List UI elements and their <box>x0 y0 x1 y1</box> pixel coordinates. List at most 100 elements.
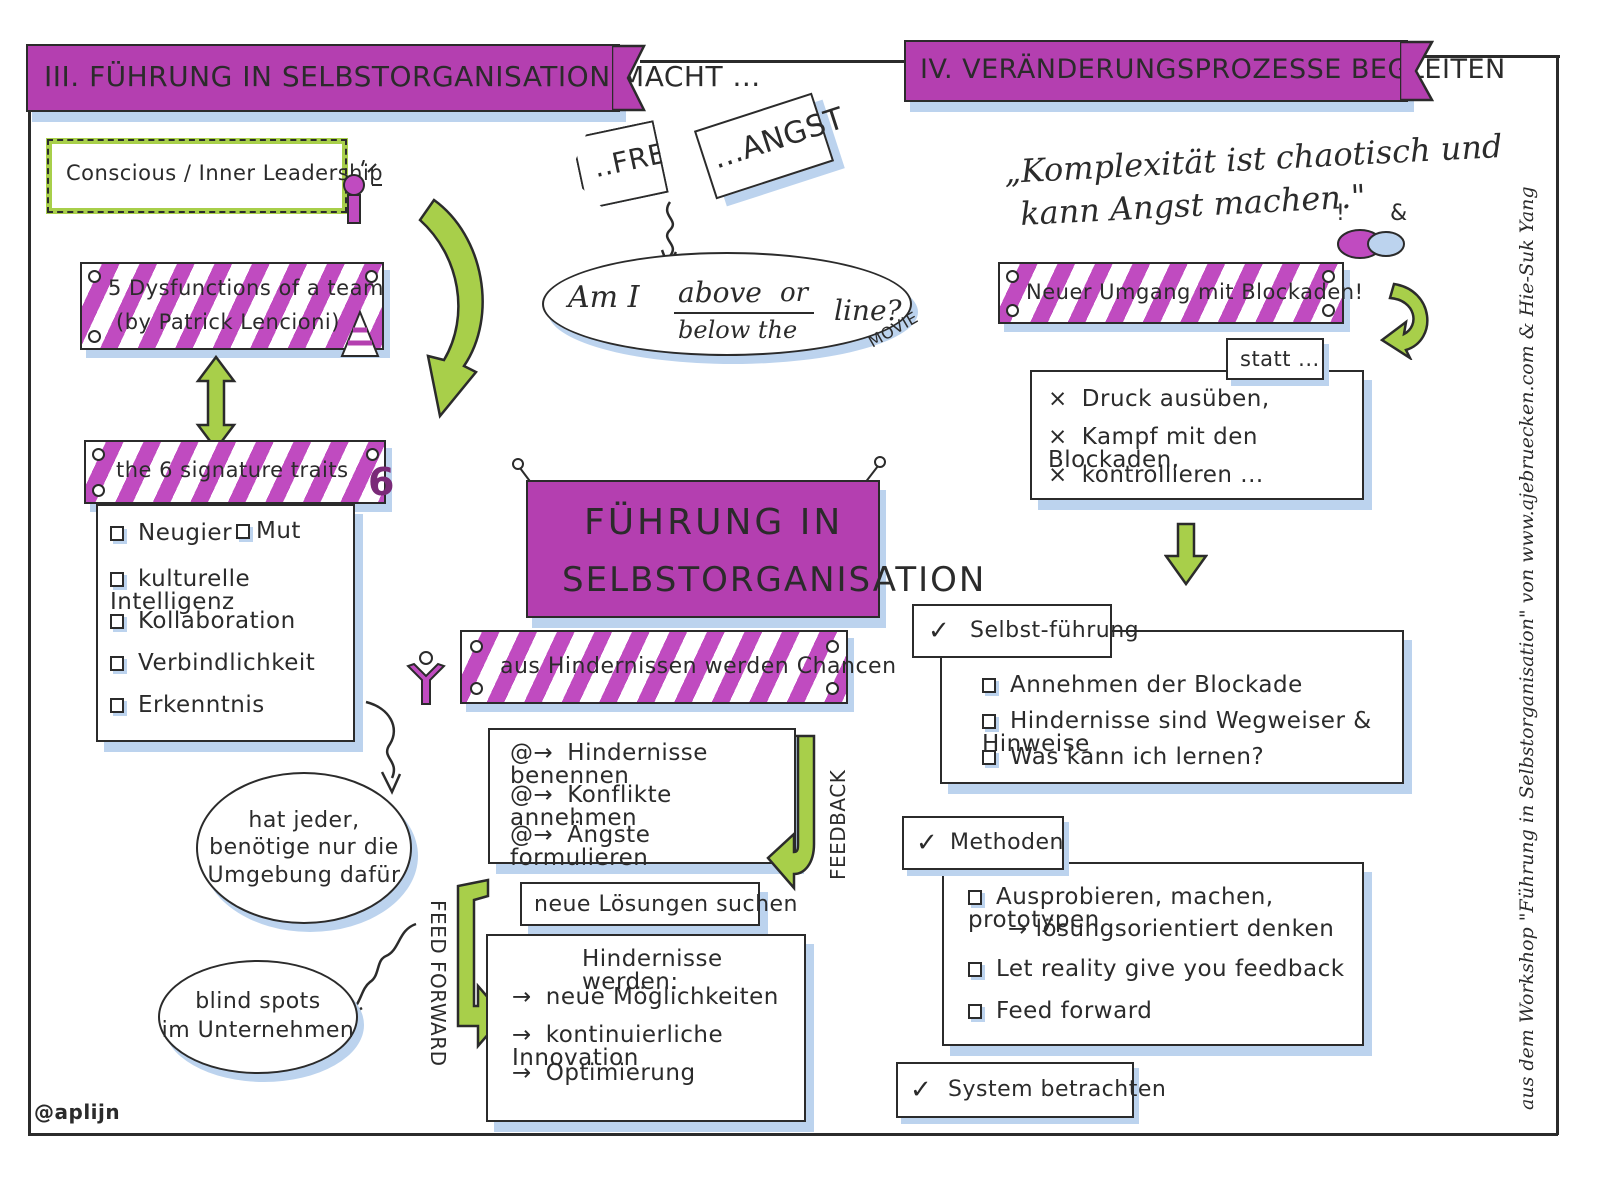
check-icon: ✓ <box>910 1075 933 1105</box>
instead-item: ×Kampf mit den Blockaden, <box>1048 424 1258 473</box>
arrow-right-icon: → <box>512 1022 532 1048</box>
curly-arrow-icon <box>365 700 402 795</box>
dysfunctions-line2: (by Patrick Lencioni) <box>116 310 340 334</box>
conscious-leadership-box: Conscious / Inner Leadership <box>46 138 383 214</box>
action-item: @→Ängste formulieren <box>510 822 651 871</box>
trait-item: kulturelle Intelligenz <box>110 566 251 615</box>
checkbox-icon <box>968 890 982 905</box>
self-leadership-item: Annehmen der Blockade <box>982 674 1303 697</box>
new-solutions-box: neue Lösungen suchen <box>520 882 798 926</box>
spiral-arrow-icon: @→ <box>510 782 554 808</box>
quote-line-1: „Komplexität ist chaotisch und <box>1003 126 1504 192</box>
checkbox-icon <box>110 526 124 541</box>
methods-item-sub: → lösungsorientiert denken <box>1008 916 1335 942</box>
actions-box: @→Hindernisse benennen @→Konflikte anneh… <box>488 728 796 870</box>
checkbox-icon <box>982 678 996 693</box>
section-3-title: III. FÜHRUNG IN SELBSTORGANISATION MACHT… <box>44 60 761 93</box>
frame-right <box>1556 55 1559 1135</box>
obstacle-item: →Optimierung <box>512 1060 696 1086</box>
lightbulb-icon <box>343 160 382 224</box>
self-leadership-item: Was kann ich lernen? <box>982 746 1264 769</box>
instead-list-box: ×Druck ausüben, ×Kampf mit den Blockaden… <box>1030 370 1364 500</box>
checkbox-icon <box>968 1004 982 1019</box>
workshop-credit: aus dem Workshop "Führung in Selbstorgan… <box>1516 186 1538 1110</box>
signature-traits-banner: the 6 signature traits <box>84 440 386 504</box>
frame-bottom <box>28 1133 1558 1136</box>
methods-item: Ausprobieren, machen, prototypen <box>968 884 1274 933</box>
trait-item: Neugier <box>110 522 232 545</box>
trait-item: Erkenntnis <box>110 694 265 717</box>
methods-header: ✓ Methoden <box>902 816 1064 870</box>
checkbox-icon <box>236 524 250 539</box>
banner-tail-right <box>1400 40 1434 102</box>
methods-item: Let reality give you feedback <box>968 958 1345 981</box>
blockade-banner: Neuer Umgang mit Blockaden! <box>998 262 1363 324</box>
self-leadership-item: Hindernisse sind Wegweiser & Hinweise <box>982 708 1372 757</box>
feedback-label: FEEDBACK <box>826 769 850 880</box>
frame-top-mid <box>640 60 905 63</box>
feed-forward-label: FEED FORWARD <box>426 900 450 1067</box>
instead-item: ×kontrollieren ... <box>1048 462 1264 488</box>
obstacle-item: →neue Möglichkeiten <box>512 984 779 1010</box>
chances-banner: aus Hindernissen werden Chancen <box>460 630 896 704</box>
obstacles-box: Hindernisse werden: →neue Möglichkeiten … <box>486 934 806 1122</box>
checkbox-icon <box>110 698 124 713</box>
instead-item: ×Druck ausüben, <box>1048 386 1270 412</box>
check-icon: ✓ <box>916 828 939 858</box>
x-mark-icon: × <box>1048 462 1068 488</box>
conscious-leadership-label: Conscious / Inner Leadership <box>66 161 384 185</box>
dysfunctions-line1: 5 Dysfunctions of a team <box>108 276 384 300</box>
dysfunctions-banner: 5 Dysfunctions of a team (by Patrick Len… <box>80 262 384 350</box>
checkbox-icon <box>982 714 996 729</box>
system-header: ✓ System betrachten <box>896 1062 1166 1118</box>
action-item: @→Konflikte annehmen <box>510 782 672 831</box>
checkbox-icon <box>982 750 996 765</box>
checkbox-icon <box>110 572 124 587</box>
spiral-arrow-icon: @→ <box>510 822 554 848</box>
feedback-arrow-icon <box>766 734 816 892</box>
arrow-right-icon: → <box>512 1060 532 1086</box>
trait-item: Verbindlichkeit <box>110 652 315 675</box>
six-badge: 6 <box>368 460 395 504</box>
arrow-right-icon: → <box>512 984 532 1010</box>
checkbox-icon <box>968 962 982 977</box>
section-4-banner: IV. VERÄNDERUNGSPROZESSE BEGLEITEN <box>904 40 1505 102</box>
curved-arrow-icon <box>418 198 484 419</box>
instead-label-box: statt ... <box>1226 338 1324 380</box>
divider-line <box>674 312 814 314</box>
svg-text:!: ! <box>1336 201 1345 226</box>
tag-angst: ...ANGST <box>693 92 849 200</box>
x-mark-icon: × <box>1048 386 1068 412</box>
self-leadership-header: ✓ Selbst-führung <box>912 604 1139 658</box>
main-title-sign: FÜHRUNG IN SELBSTORGANISATION <box>526 480 984 618</box>
action-item: @→Hindernisse benennen <box>510 740 708 789</box>
methods-content: Ausprobieren, machen, prototypen → lösun… <box>942 862 1364 1046</box>
checkbox-icon <box>110 656 124 671</box>
checkbox-icon <box>110 614 124 629</box>
obstacle-item: →kontinuierliche Innovation <box>512 1022 724 1071</box>
thought-cloud-blind-spots: blind spots im Unternehmen <box>158 960 358 1074</box>
author-signature: @aplijn <box>34 1100 121 1124</box>
frame-top-right <box>1420 55 1560 58</box>
thought-cloud-everyone: hat jeder, benötige nur die Umgebung daf… <box>196 772 412 924</box>
svg-text:&: & <box>1390 201 1407 226</box>
trait-item: Kollaboration <box>110 610 296 633</box>
section-3-banner: III. FÜHRUNG IN SELBSTORGANISATION MACHT… <box>26 44 760 112</box>
tag-frei: ..FREI <box>571 120 669 210</box>
traits-list-box: Neugier Mut kulturelle Intelligenz Kolla… <box>96 504 355 742</box>
double-arrow-icon <box>195 355 237 451</box>
question-cloud: Am I above or below the line? <box>542 252 912 356</box>
methods-item: Feed forward <box>968 1000 1152 1023</box>
u-turn-arrow-icon <box>1380 282 1429 360</box>
check-icon: ✓ <box>928 616 951 646</box>
traffic-cone-icon <box>340 310 380 357</box>
brain-cloud-icon: & ! <box>1336 201 1407 259</box>
x-mark-icon: × <box>1048 424 1068 450</box>
banner-tail-left <box>612 44 646 112</box>
spiral-arrow-icon: @→ <box>510 740 554 766</box>
signature-traits-label: the 6 signature traits <box>116 458 349 482</box>
down-arrow-icon <box>1164 522 1208 586</box>
frame-left <box>28 70 31 1135</box>
trait-item: Mut <box>236 520 301 543</box>
cheering-person-icon <box>406 651 446 705</box>
